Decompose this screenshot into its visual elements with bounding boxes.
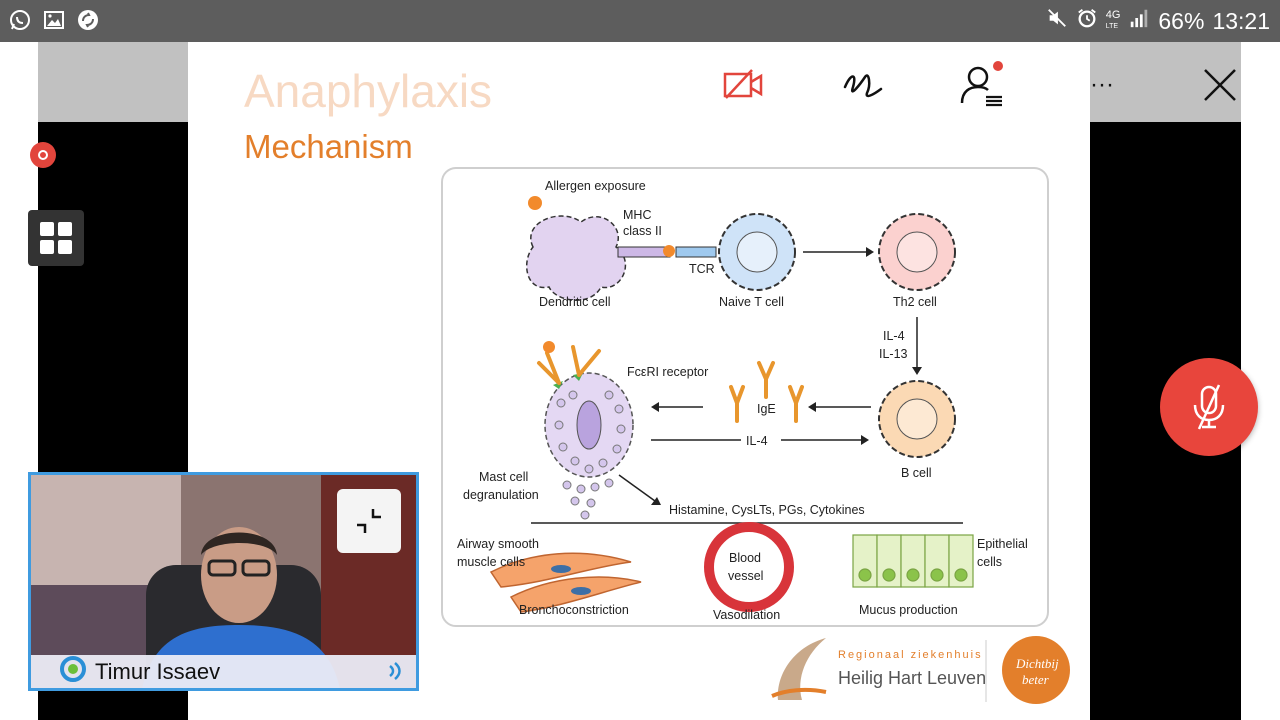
hospital-logo: Regionaal ziekenhuis Heilig Hart Leuven … [766, 632, 1076, 711]
th2-nucleus [896, 231, 938, 273]
label-dendritic: Dendritic cell [539, 295, 611, 309]
network-type: 4G [1105, 9, 1121, 21]
label-mast-1: Mast cell [479, 470, 528, 484]
status-bar-right: 4G LTE 66% 13:21 [1046, 0, 1270, 42]
hospital-logo-graphic: Regionaal ziekenhuis Heilig Hart Leuven … [771, 636, 1070, 704]
blood-vessel [704, 522, 794, 612]
label-epi-2: cells [977, 555, 1002, 569]
label-epi-1: Epithelial [977, 537, 1028, 551]
logo-badge-2: beter [1022, 672, 1050, 687]
mast-cell [537, 341, 634, 520]
annotate-icon [843, 74, 883, 98]
annotate-button[interactable] [838, 62, 888, 108]
connection-status-icon [59, 655, 87, 688]
slide-subtitle: Mechanism [244, 128, 413, 165]
label-airway-1: Airway smooth [457, 537, 539, 551]
label-mast-2: degranulation [463, 488, 539, 502]
gallery-icon [42, 8, 66, 32]
logo-badge-1: Dichtbij [1015, 656, 1059, 671]
label-broncho: Bronchoconstriction [519, 603, 629, 617]
label-il4-top: IL-4 [883, 329, 905, 343]
more-icon: ··· [1090, 71, 1114, 98]
recording-indicator[interactable] [30, 142, 56, 168]
status-bar-left [8, 8, 100, 32]
epithelial-cells [852, 534, 974, 588]
alarm-icon [1076, 7, 1098, 35]
label-blood-2: vessel [728, 569, 763, 583]
status-bar: 4G LTE 66% 13:21 [0, 0, 1280, 42]
participants-button[interactable] [956, 60, 1008, 110]
allergen-peptide [663, 245, 675, 257]
signal-icon [1128, 7, 1150, 35]
anaphylaxis-diagram: Allergen exposure MHC class II TCR Dendr… [441, 167, 1049, 627]
label-il4-arrow: IL-4 [746, 434, 768, 448]
whatsapp-icon [8, 8, 32, 32]
participant-name: Timur Issaev [95, 658, 221, 684]
smooth-muscle-cells [489, 552, 642, 613]
battery-percent: 66% [1158, 7, 1205, 34]
label-allergen: Allergen exposure [545, 179, 646, 193]
network-subtype: LTE [1105, 23, 1119, 30]
mute-icon [1046, 7, 1068, 35]
close-icon [1204, 69, 1236, 101]
participants-icon [960, 61, 1003, 107]
more-button[interactable]: ··· [1078, 62, 1126, 108]
label-naive: Naive T cell [719, 295, 784, 309]
sync-icon [76, 8, 100, 32]
label-ige: IgE [757, 402, 776, 416]
tcr-complex [675, 246, 717, 258]
video-off-icon [723, 69, 763, 99]
label-mediators: Histamine, CysLTs, PGs, Cytokines [669, 503, 865, 517]
label-il13: IL-13 [879, 347, 908, 361]
label-bcell: B cell [901, 466, 932, 480]
record-icon [38, 150, 48, 160]
meeting-stage: Anaphylaxis Mechanism Allergen exposure … [0, 42, 1280, 720]
participant-video[interactable]: Timur Issaev [28, 472, 419, 691]
label-blood-1: Blood [729, 551, 761, 565]
notification-dot [993, 61, 1003, 71]
label-th2: Th2 cell [893, 295, 937, 309]
label-fceri: FcεRI receptor [627, 365, 708, 379]
grid-icon [40, 222, 72, 254]
toolbar-background-left [38, 42, 188, 122]
label-mhc-1: MHC [623, 208, 651, 222]
logo-line-2: Heilig Hart Leuven [838, 668, 986, 688]
label-vaso: Vasodilation [713, 608, 780, 622]
label-mucus: Mucus production [859, 603, 958, 617]
dendritic-cell [525, 215, 627, 301]
network-indicator: 4G LTE [1106, 10, 1121, 32]
shared-slide: Anaphylaxis Mechanism Allergen exposure … [188, 42, 1090, 720]
slide-title: Anaphylaxis [244, 65, 493, 117]
logo-line-1: Regionaal ziekenhuis [838, 649, 983, 661]
audio-level-icon [386, 660, 404, 687]
mhc-complex [617, 246, 671, 258]
allergen-particle [528, 196, 542, 210]
ige-antibodies [729, 361, 804, 423]
b-cell-nucleus [896, 398, 938, 440]
mute-microphone-button[interactable] [1160, 358, 1258, 456]
label-tcr: TCR [689, 262, 715, 276]
collapse-video-button[interactable] [337, 489, 401, 553]
label-mhc-2: class II [623, 224, 662, 238]
video-off-button[interactable] [718, 62, 768, 106]
naive-t-nucleus [736, 231, 778, 273]
collapse-icon [357, 509, 381, 533]
participant-namebar: Timur Issaev [31, 655, 416, 688]
mic-off-icon [1193, 384, 1225, 430]
layout-grid-button[interactable] [28, 210, 84, 266]
label-airway-2: muscle cells [457, 555, 525, 569]
clock: 13:21 [1212, 7, 1270, 34]
close-button[interactable] [1196, 62, 1244, 108]
